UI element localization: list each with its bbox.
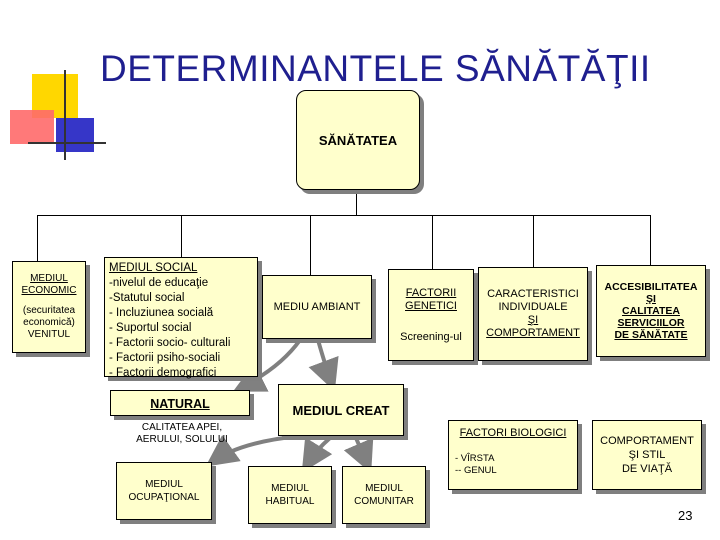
ambiant-label: MEDIU AMBIANT [273, 301, 361, 313]
social-item-2: - Incluziunea socială [109, 307, 214, 319]
social-item-6: - Factorii demografici [109, 367, 217, 379]
decor-red-square [10, 110, 54, 144]
habitual-line1: MEDIUL [271, 483, 309, 494]
genetic-label: FACTORII GENETICI [405, 286, 457, 312]
social-item-0: -nivelul de educaţie [109, 277, 209, 289]
node-individual: CARACTERISTICI INDIVIDUALE ŞI COMPORTAME… [478, 267, 588, 361]
node-ambiant: MEDIU AMBIANT [262, 275, 372, 339]
arrow-creat-habitual [301, 436, 333, 473]
comunitar-line1: MEDIUL [365, 483, 403, 494]
social-item-1: -Statutul social [109, 292, 185, 304]
connector-genetic [432, 215, 433, 269]
lifestyle-line3: DE VIAŢĂ [621, 463, 673, 475]
connector-ambiant [310, 215, 311, 275]
node-social: MEDIUL SOCIAL -nivelul de educaţie -Stat… [104, 257, 258, 379]
decor-vertical-line [64, 70, 66, 160]
arrow-creat-comunitar [343, 437, 374, 474]
access-line2: ŞI [646, 293, 656, 305]
economic-sub2: VENITUL [27, 329, 71, 340]
habitual-line2: HABITUAL [265, 496, 315, 507]
genetic-sub: Screening-ul [400, 330, 462, 343]
root-label: SĂNĂTATEA [318, 132, 398, 148]
lifestyle-line1: COMPORTAMENT [600, 435, 694, 447]
connector-access [650, 215, 651, 265]
biologic-item1: - VÎRSTA [455, 453, 495, 464]
connector-economic [37, 215, 38, 261]
biologic-label: FACTORI BIOLOGICI [459, 427, 567, 439]
node-lifestyle: COMPORTAMENT ŞI STIL DE VIAŢĂ [592, 420, 702, 490]
social-item-3: - Suportul social [109, 322, 192, 334]
page-title: DETERMINANTELE SĂNĂTĂŢII [100, 48, 651, 89]
individual-line3: ŞI [527, 314, 539, 326]
arrow-ambiant-creat [308, 339, 339, 392]
natural-line2: AERULUI, SOLULUI [136, 434, 228, 445]
node-ocupational: MEDIUL OCUPAŢIONAL [116, 462, 212, 520]
individual-line4: COMPORTAMENT [486, 327, 580, 339]
access-line3: CALITATEA [622, 305, 680, 317]
node-genetic: FACTORII GENETICI Screening-ul [388, 269, 474, 361]
creat-label: MEDIUL CREAT [292, 402, 390, 418]
access-line4: SERVICIILOR [617, 317, 685, 329]
arrow-ambiant-natural [232, 338, 302, 392]
connector-individual [533, 215, 534, 267]
lifestyle-line2: ŞI STIL [628, 449, 666, 461]
natural-text: CALITATEA APEI, AERULUI, SOLULUI [112, 422, 252, 446]
node-habitual: MEDIUL HABITUAL [248, 466, 332, 524]
node-biologic: FACTORI BIOLOGICI - VÎRSTA -- GENUL [448, 420, 578, 490]
node-natural: NATURAL [110, 390, 250, 416]
page-number: 23 [678, 508, 693, 523]
economic-label: MEDIUL ECONOMIC [21, 273, 77, 296]
natural-line1: CALITATEA APEI, [141, 422, 223, 433]
connector-social [181, 215, 182, 257]
node-economic: MEDIUL ECONOMIC (securitatea economică) … [12, 261, 86, 353]
connector-root-down [356, 190, 357, 216]
node-access: ACCESIBILITATEA ŞI CALITATEA SERVICIILOR… [596, 265, 706, 357]
decor-horizontal-line [28, 142, 106, 144]
comunitar-line2: COMUNITAR [354, 496, 414, 507]
access-line1: ACCESIBILITATEA [604, 281, 698, 293]
natural-label: NATURAL [150, 397, 210, 411]
access-line5: DE SĂNĂTATE [614, 329, 688, 341]
connector-horizontal-bus [37, 215, 651, 216]
arrow-creat-ocupational [205, 434, 301, 467]
biologic-item2: -- GENUL [455, 465, 497, 476]
decor-blue-square [56, 118, 94, 152]
ocupational-line1: MEDIUL [145, 479, 183, 490]
individual-line1: CARACTERISTICI [487, 288, 579, 300]
node-comunitar: MEDIUL COMUNITAR [342, 466, 426, 524]
economic-sub1: (securitatea economică) [22, 305, 76, 328]
social-label: MEDIUL SOCIAL [109, 262, 198, 274]
social-item-5: - Factorii psiho-sociali [109, 352, 221, 364]
individual-line2: INDIVIDUALE [498, 301, 568, 313]
ocupational-line2: OCUPAŢIONAL [128, 492, 200, 503]
node-creat: MEDIUL CREAT [278, 384, 404, 436]
social-item-4: - Factorii socio- culturali [109, 337, 231, 349]
root-node: SĂNĂTATEA [296, 90, 420, 190]
